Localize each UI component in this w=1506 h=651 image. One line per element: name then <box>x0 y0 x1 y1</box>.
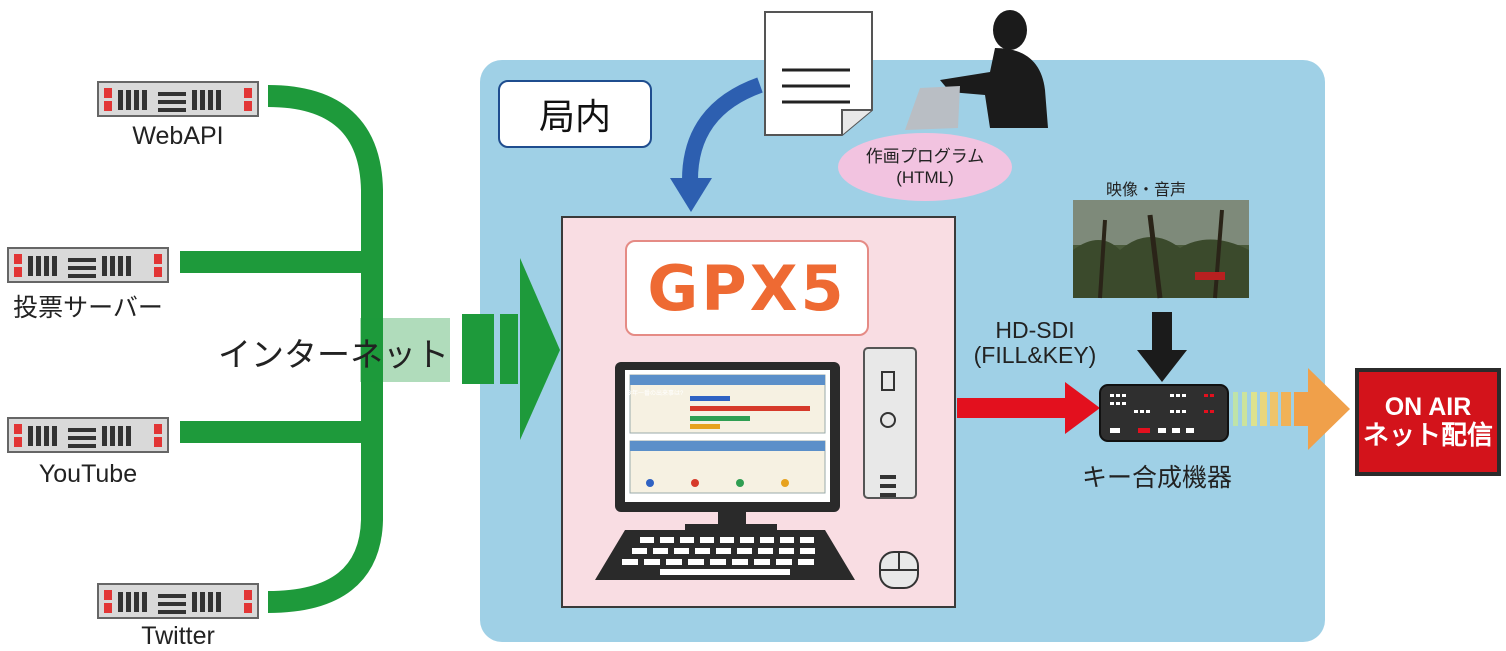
onair-line2: ネット配信 <box>1362 420 1493 451</box>
server-label-webapi: WebAPI <box>132 122 224 150</box>
internet-block-2 <box>500 314 518 384</box>
server-icon-twitter <box>97 583 259 619</box>
server-icon-youtube <box>7 417 169 453</box>
internet-block-1 <box>462 314 494 384</box>
curved-arrow-icon <box>670 77 763 212</box>
onair-badge: ON AIR ネット配信 <box>1355 368 1501 476</box>
signal-arrow-icon <box>957 382 1100 434</box>
internet-bus <box>180 85 383 613</box>
document-icon <box>764 11 873 136</box>
key-device-icon <box>1099 384 1229 442</box>
video-audio-label: 映像・音声 <box>1106 182 1187 199</box>
internet-label: インターネット <box>218 336 449 373</box>
mouse-icon <box>879 551 919 589</box>
keyboard-icon <box>595 530 855 580</box>
screen-question: 今年一番の出来事は? <box>626 391 684 397</box>
pc-tower-icon <box>863 347 917 499</box>
hdsdi-line1: HD-SDI <box>995 317 1075 343</box>
output-arrow-icon <box>1233 368 1350 450</box>
server-icon-vote <box>7 247 169 283</box>
program-bubble: 作画プログラム (HTML) <box>838 133 1012 201</box>
internet-trunk <box>360 318 450 382</box>
server-icon-webapi <box>97 81 259 117</box>
server-label-youtube: YouTube <box>38 460 138 488</box>
key-device-label: キー合成機器 <box>1082 464 1233 492</box>
person-operator-icon <box>905 10 1048 130</box>
hdsdi-line2: (FILL&KEY) <box>973 342 1097 369</box>
onair-line1: ON AIR <box>1384 392 1472 421</box>
monitor-icon <box>615 362 840 532</box>
internet-arrow <box>520 258 560 440</box>
down-arrow-icon <box>1137 312 1187 382</box>
server-label-vote: 投票サーバー <box>13 294 163 322</box>
kyokunai-label: 局内 <box>498 80 652 148</box>
program-bubble-line1: 作画プログラム <box>865 146 985 166</box>
program-bubble-line2: (HTML) <box>896 168 954 187</box>
gpx5-logo: GPX5 <box>625 240 869 336</box>
video-thumbnail-image <box>1073 200 1249 299</box>
hdsdi-label: HD-SDI (FILL&KEY) <box>960 317 1110 369</box>
server-label-twitter: Twitter <box>141 622 215 650</box>
